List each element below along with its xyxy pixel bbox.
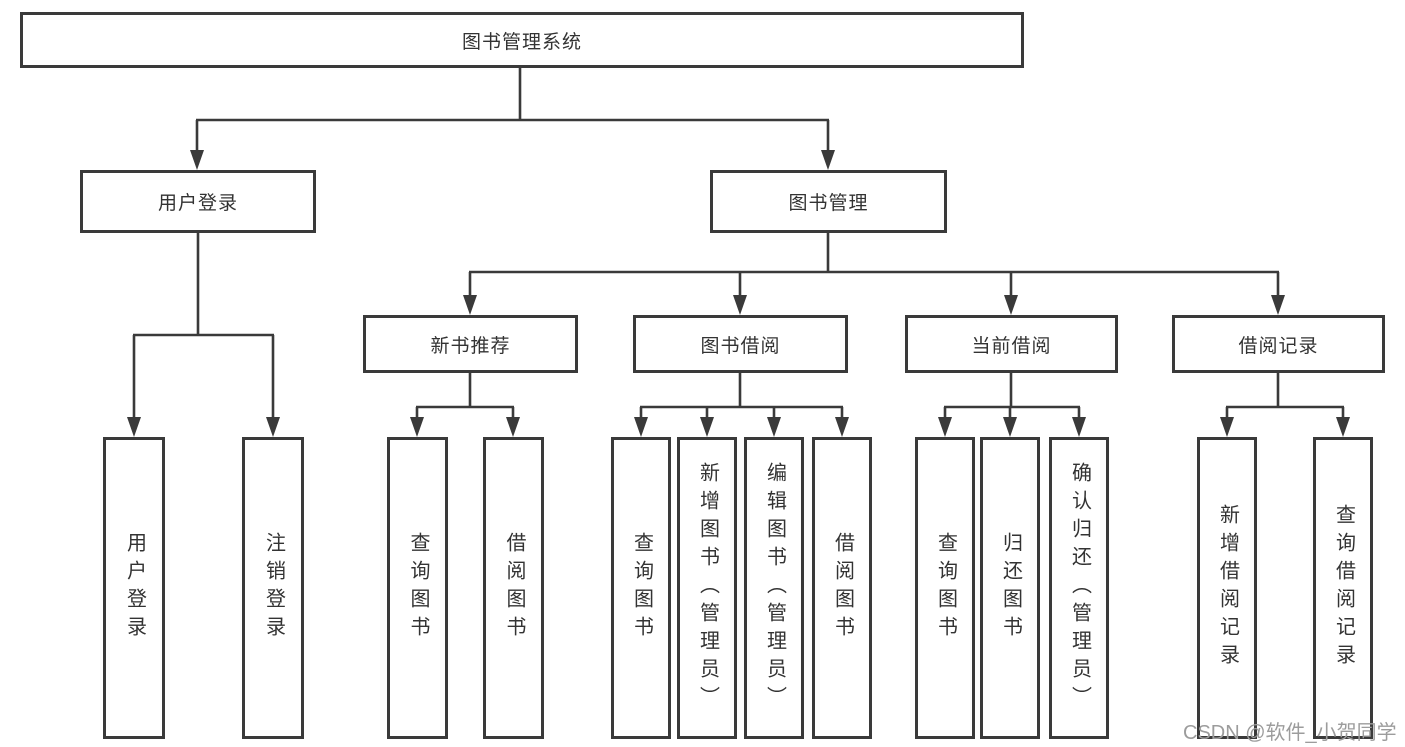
connector-current-borrowing-branch [943, 373, 1081, 419]
leaf-query-books-recommend: 查询图书 [387, 437, 448, 739]
leaf-add-borrow-record: 新增借阅记录 [1197, 437, 1257, 739]
leaf-return-books: 归还图书 [980, 437, 1040, 739]
leaf-borrow-books-borrowing-label: 借阅图书 [831, 532, 854, 644]
leaf-query-books-borrowing-label: 查询图书 [630, 532, 653, 644]
leaf-edit-books-admin-label: 编辑图书（管理员） [763, 462, 786, 714]
node-user-login-label: 用户登录 [157, 193, 238, 214]
connector-book-management-branch [468, 233, 1280, 297]
connector-new-book-branch [415, 373, 515, 419]
node-library-system-label: 图书管理系统 [461, 31, 582, 53]
connector-user-login-branch [132, 233, 275, 419]
node-current-borrowing: 当前借阅 [905, 315, 1118, 373]
node-book-management: 图书管理 [710, 170, 947, 233]
leaf-return-books-label: 归还图书 [999, 532, 1022, 644]
csdn-watermark: CSDN @软件_小贺同学 [1183, 722, 1397, 744]
leaf-borrow-books-recommend: 借阅图书 [483, 437, 544, 739]
leaf-user-login-label: 用户登录 [123, 532, 146, 644]
leaf-query-books-current-label: 查询图书 [934, 532, 957, 644]
leaf-query-borrow-record: 查询借阅记录 [1313, 437, 1373, 739]
leaf-add-books-admin-label: 新增图书（管理员） [696, 462, 719, 714]
leaf-query-books-borrowing: 查询图书 [611, 437, 671, 739]
leaf-edit-books-admin: 编辑图书（管理员） [744, 437, 804, 739]
node-current-borrowing-label: 当前借阅 [971, 335, 1052, 357]
node-book-borrowing: 图书借阅 [633, 315, 848, 373]
node-new-book-recommendation: 新书推荐 [363, 315, 578, 373]
connector-borrowing-records-branch [1225, 373, 1345, 419]
node-book-management-label: 图书管理 [788, 193, 869, 214]
node-library-system: 图书管理系统 [20, 12, 1024, 68]
node-new-book-recommendation-label: 新书推荐 [430, 335, 511, 357]
leaf-add-books-admin: 新增图书（管理员） [677, 437, 737, 739]
leaf-query-books-current: 查询图书 [915, 437, 975, 739]
leaf-borrow-books-borrowing: 借阅图书 [812, 437, 872, 739]
leaf-confirm-return-admin: 确认归还（管理员） [1049, 437, 1109, 739]
node-borrowing-records-label: 借阅记录 [1238, 335, 1319, 357]
arrowheads [127, 150, 1350, 437]
node-book-borrowing-label: 图书借阅 [700, 335, 781, 357]
node-user-login: 用户登录 [80, 170, 316, 233]
leaf-query-borrow-record-label: 查询借阅记录 [1332, 504, 1355, 672]
node-borrowing-records: 借阅记录 [1172, 315, 1385, 373]
leaf-user-login: 用户登录 [103, 437, 165, 739]
leaf-query-books-recommend-label: 查询图书 [407, 532, 429, 644]
connector-root-branch [195, 68, 830, 152]
leaf-logout-label: 注销登录 [262, 532, 285, 644]
leaf-logout: 注销登录 [242, 437, 304, 739]
leaf-confirm-return-admin-label: 确认归还（管理员） [1068, 462, 1091, 714]
connector-book-borrowing-branch [639, 373, 844, 419]
leaf-add-borrow-record-label: 新增借阅记录 [1216, 504, 1239, 672]
leaf-borrow-books-recommend-label: 借阅图书 [503, 532, 525, 644]
